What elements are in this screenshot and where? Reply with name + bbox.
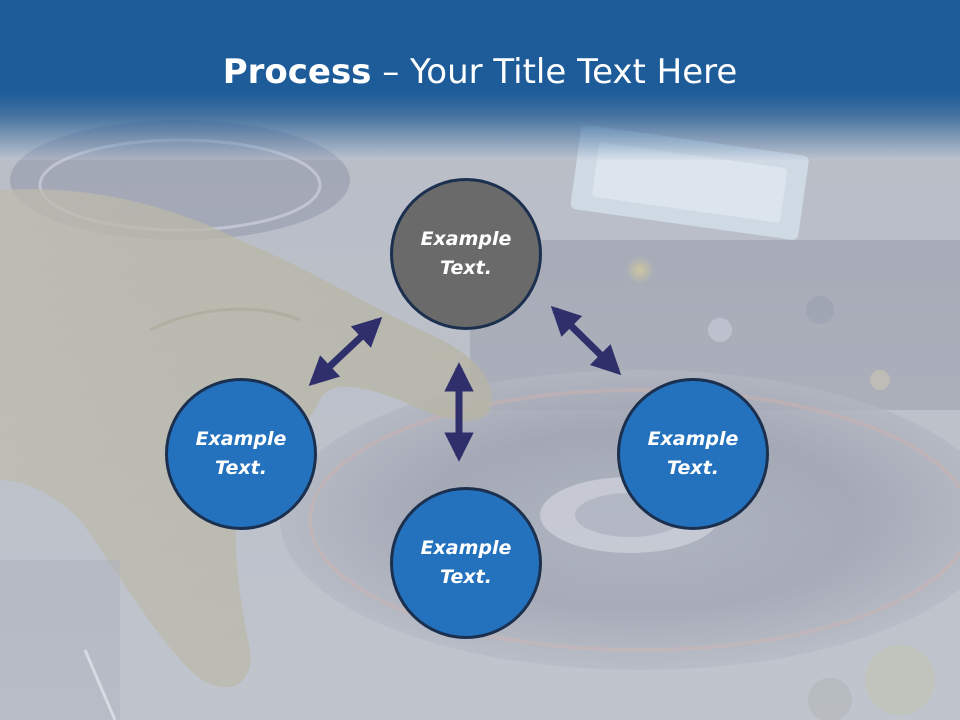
process-node-left: Example Text. <box>165 378 317 530</box>
connector-center-right <box>550 305 622 376</box>
node-text: Example Text. <box>647 428 739 479</box>
process-node-bottom: Example Text. <box>390 487 542 639</box>
node-text: Example Text. <box>420 537 512 588</box>
node-text: Example Text. <box>195 428 287 479</box>
node-text: Example Text. <box>420 228 512 279</box>
process-node-center: Example Text. <box>390 178 542 330</box>
connector-center-left <box>308 316 383 387</box>
process-node-right: Example Text. <box>617 378 769 530</box>
title-band <box>0 0 960 160</box>
title-rest: – Your Title Text Here <box>371 52 738 92</box>
title-bold: Process <box>222 52 372 92</box>
slide-title: Process – Your Title Text Here <box>0 52 960 92</box>
